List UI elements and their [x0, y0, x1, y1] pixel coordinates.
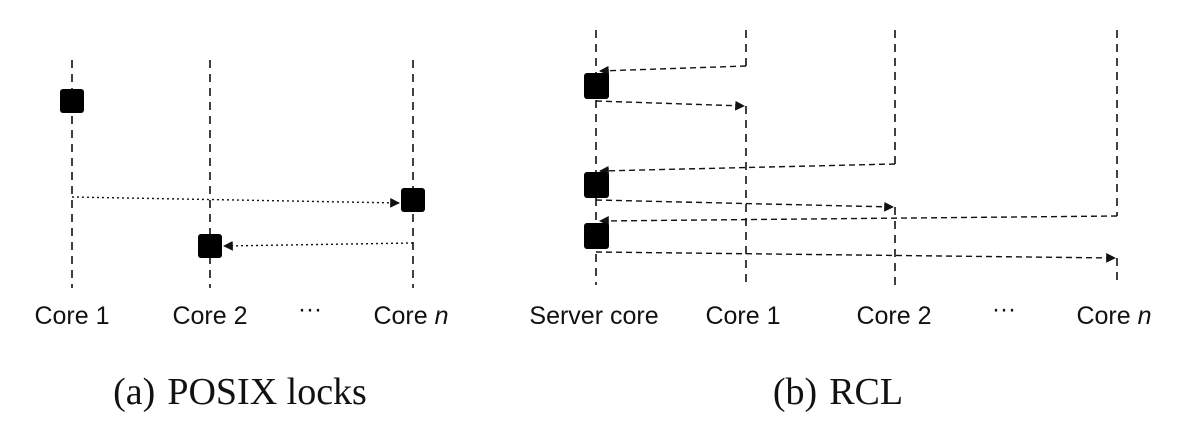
request-arrow-core-n [599, 215, 1118, 226]
critical-section-block [60, 89, 84, 113]
response-arrow-core-n [595, 251, 1116, 263]
critical-section-block [584, 73, 609, 99]
core-1-label: Core 1 [34, 302, 110, 330]
critical-section-block [584, 172, 609, 198]
posix-timeline-diagram [60, 60, 425, 288]
core-2-label: Core 2 [172, 302, 248, 330]
server-core-label: Server core [529, 302, 659, 330]
caption-posix-locks: (a)POSIX locks [113, 371, 367, 413]
critical-section-block [198, 234, 222, 258]
lock-transfer-arrow-n-to-2 [223, 240, 414, 251]
core-1-label: Core 1 [705, 302, 781, 330]
ellipsis: ··· [298, 296, 322, 323]
request-arrow-core-2 [599, 163, 896, 176]
critical-section-block [584, 223, 609, 249]
rcl-timeline-diagram [584, 30, 1118, 285]
panel-posix-locks: Core 1 Core 2 ··· Core n (a)POSIX locks [0, 0, 500, 442]
core-n-label: Core n [373, 302, 449, 330]
lock-transfer-arrow-1-to-n [71, 196, 400, 208]
response-arrow-core-2 [595, 199, 894, 212]
core-2-label: Core 2 [856, 302, 932, 330]
panel-rcl: Server core Core 1 Core 2 ··· Core n (b)… [500, 0, 1180, 442]
core-n-label: Core n [1076, 302, 1152, 330]
ellipsis: ··· [992, 296, 1016, 323]
caption-rcl: (b)RCL [772, 371, 904, 413]
critical-section-block [401, 188, 425, 212]
response-arrow-core-1 [595, 100, 745, 111]
request-arrow-core-1 [599, 65, 747, 76]
